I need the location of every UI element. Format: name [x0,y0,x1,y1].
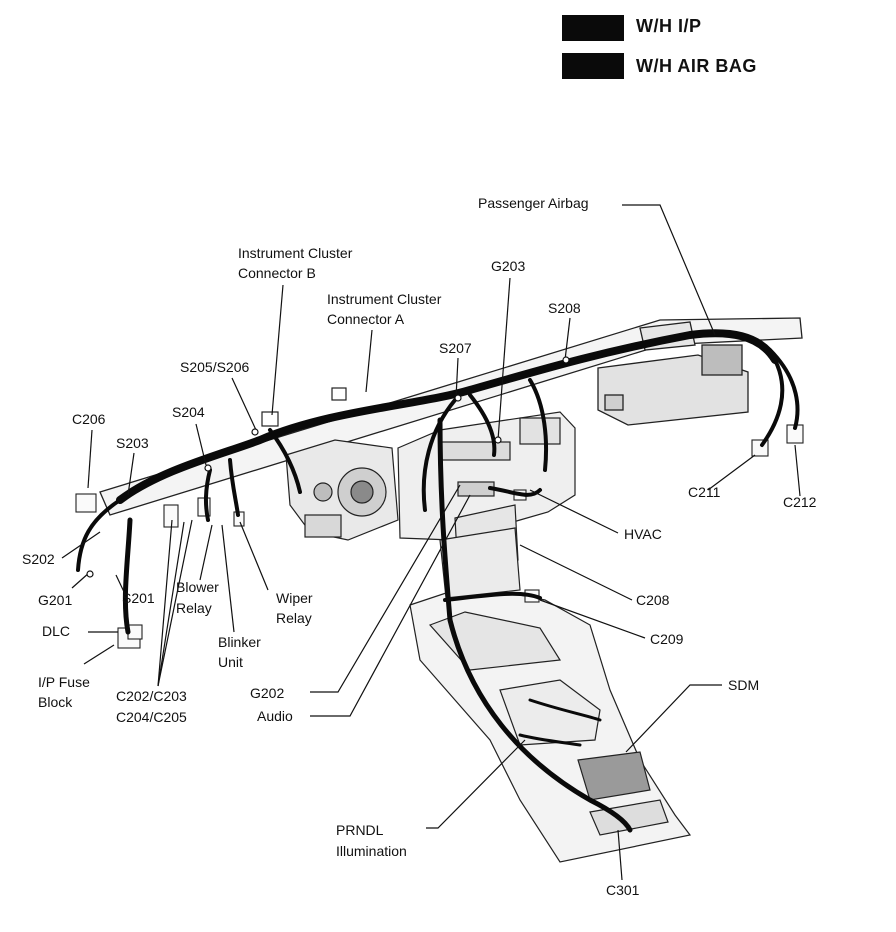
label-g202: G202 [250,685,285,701]
label-s202: S202 [22,551,55,567]
label-s208: S208 [548,300,581,316]
label-c211: C211 [688,484,721,500]
label-c202-c203: C202/C203 [116,688,187,704]
label-c208: C208 [636,592,670,608]
label-g201: G201 [38,592,73,608]
splice-points [86,356,570,578]
label-blower-relay-line2: Relay [176,600,212,616]
label-s205-s206: S205/S206 [180,359,250,375]
label-s201: S201 [122,590,155,606]
label-ic-connector-a-line1: Instrument Cluster [327,291,442,307]
label-audio: Audio [257,708,293,724]
leader-lines [61,204,801,881]
legend-label-airbag: W/H AIR BAG [636,56,757,76]
floor-console [409,527,692,863]
label-ic-connector-a-line2: Connector A [327,311,405,327]
label-s204: S204 [172,404,205,420]
label-c206: C206 [72,411,106,427]
label-blinker-unit-line1: Blinker [218,634,261,650]
label-g203: G203 [491,258,526,274]
label-wiper-relay-line1: Wiper [276,590,313,606]
label-c204-c205: C204/C205 [116,709,187,725]
label-c301: C301 [606,882,640,898]
legend-label-ip: W/H I/P [636,16,702,36]
label-prndl-line2: Illumination [336,843,407,859]
label-dlc: DLC [42,623,71,639]
legend-swatch-ip [562,15,624,41]
label-ic-connector-b-line2: Connector B [238,265,316,281]
label-passenger-airbag: Passenger Airbag [478,195,589,211]
steering-column-bracket [261,387,399,541]
label-wiper-relay-line2: Relay [276,610,312,626]
label-sdm: SDM [728,677,760,693]
label-hvac: HVAC [624,526,662,542]
label-prndl-line1: PRNDL [336,822,384,838]
label-ip-fuse-block-line2: Block [38,694,73,710]
label-ip-fuse-block-line1: I/P Fuse [38,674,90,690]
label-s207: S207 [439,340,472,356]
label-ic-connector-b-line1: Instrument Cluster [238,245,353,261]
legend-swatch-airbag [562,53,624,79]
label-s203: S203 [116,435,149,451]
label-blower-relay-line1: Blower [176,579,219,595]
airbag-module [597,344,749,426]
label-blinker-unit-line2: Unit [218,654,243,670]
label-c209: C209 [650,631,684,647]
label-c212: C212 [783,494,817,510]
